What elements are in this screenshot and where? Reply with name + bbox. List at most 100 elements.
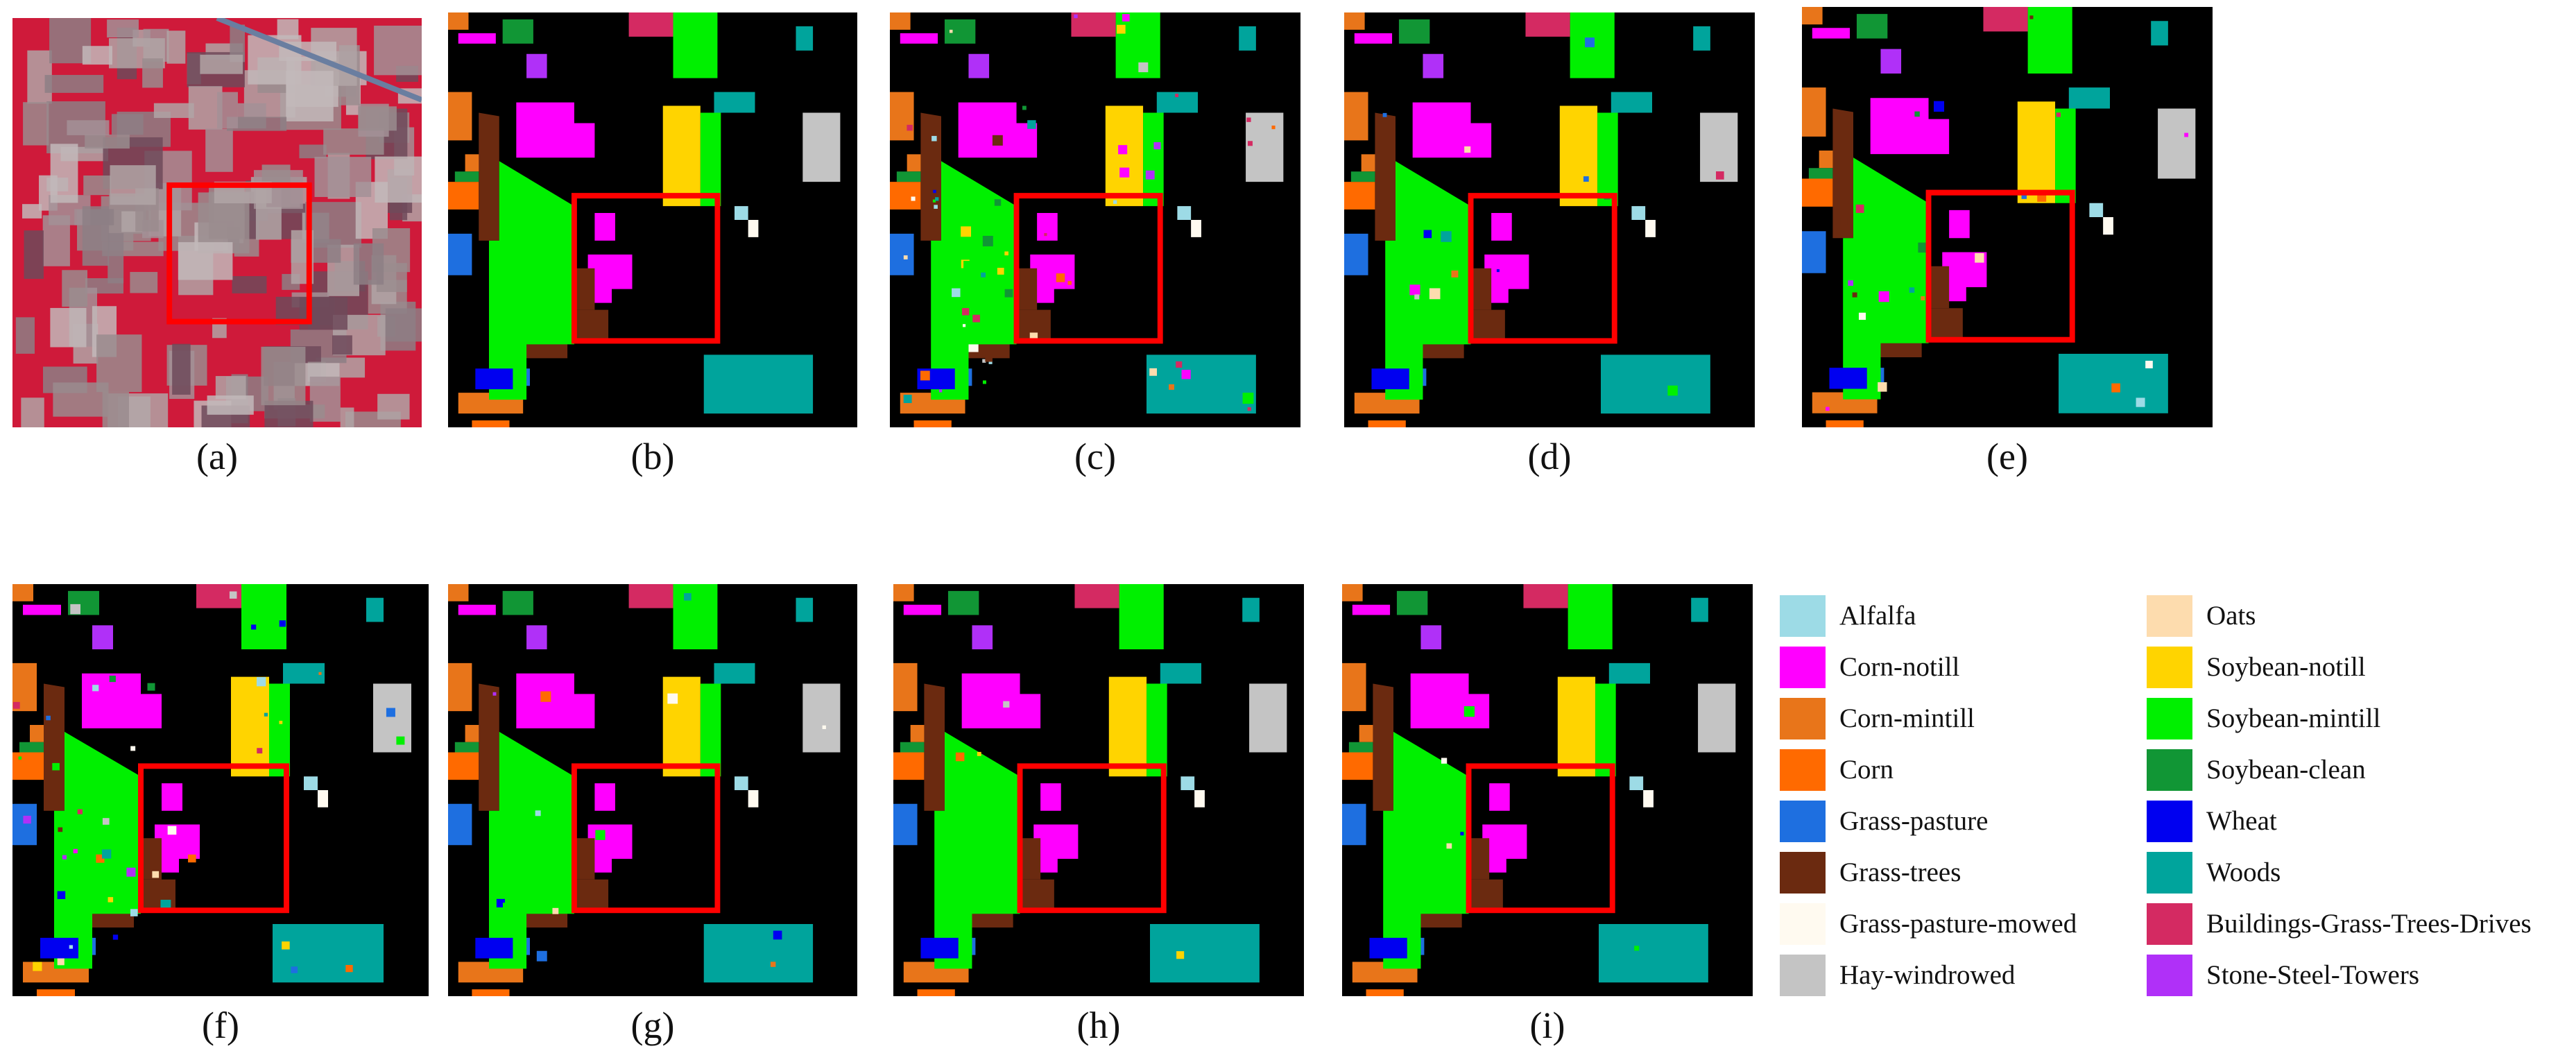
bare-soil-patch <box>377 393 410 420</box>
misclassified-pixels <box>46 715 51 721</box>
bare-soil-patch <box>166 31 186 64</box>
legend-label: Hay-windrowed <box>1839 960 2016 990</box>
field-corn-notill <box>1412 102 1492 158</box>
misclassified-pixels <box>1004 289 1013 298</box>
misclassified-pixels <box>257 748 263 754</box>
misclassified-pixels <box>1716 171 1724 180</box>
map-canvas <box>12 584 429 996</box>
field-corn-mintill <box>890 92 914 141</box>
misclassified-pixels <box>933 189 936 194</box>
field-soybean-mintill <box>1568 584 1613 650</box>
field-corn-mintill <box>448 662 472 712</box>
map-canvas <box>1342 584 1753 996</box>
bare-soil-patch <box>375 156 422 203</box>
misclassified-pixels <box>1242 393 1254 404</box>
misclassified-pixels <box>58 827 63 832</box>
misclassified-pixels <box>1423 230 1432 239</box>
field-grass-pasture <box>890 233 914 275</box>
misclassified-pixels <box>1583 176 1589 182</box>
bare-soil-patch <box>217 92 238 129</box>
misclassified-pixels <box>69 945 74 949</box>
field-corn-mintill <box>12 584 33 601</box>
legend-label: Woods <box>2206 857 2281 887</box>
misclassified-pixels <box>949 29 953 33</box>
map-canvas <box>893 584 1304 996</box>
field-corn <box>37 989 75 996</box>
bare-soil-patch <box>62 270 88 307</box>
field-corn-mintill <box>893 662 918 712</box>
field-corn-notill <box>516 102 595 158</box>
highlight-box <box>138 763 289 914</box>
misclassified-pixels <box>291 966 298 973</box>
bare-soil-patch <box>299 144 327 159</box>
misclassified-pixels <box>932 199 936 203</box>
misclassified-pixels <box>102 818 110 825</box>
misclassified-pixels <box>595 830 606 840</box>
misclassified-pixels <box>2136 398 2145 407</box>
misclassified-pixels <box>188 854 196 863</box>
bare-soil-patch <box>215 376 246 400</box>
field-soybean-mintill <box>931 161 1017 400</box>
field-woods <box>714 662 755 684</box>
field-grass-pasture <box>1344 233 1368 275</box>
map-canvas <box>1802 7 2213 427</box>
misclassified-pixels <box>318 672 322 675</box>
bare-soil-patch <box>83 176 112 196</box>
bare-soil-patch <box>332 335 352 355</box>
misclassified-pixels <box>963 261 971 268</box>
classification-map <box>893 584 1304 996</box>
bare-soil-patch <box>200 54 243 74</box>
misclassified-pixels <box>1044 232 1047 237</box>
misclassified-pixels <box>1409 284 1420 296</box>
misclassified-pixels <box>130 746 136 751</box>
misclassified-pixels <box>334 950 341 956</box>
bare-soil-patch <box>286 71 334 122</box>
panel-caption: (a) <box>196 436 238 477</box>
misclassified-pixels <box>1175 94 1179 98</box>
misclassified-pixels <box>1667 385 1678 396</box>
field-hay-windrowed <box>1698 683 1736 753</box>
field-alfalfa <box>1180 776 1195 790</box>
field-buildings-grass-trees-drives <box>1071 12 1116 37</box>
field-buildings-grass-trees-drives <box>1525 12 1570 37</box>
field-soybean-clean <box>896 171 921 182</box>
misclassified-pixels <box>1585 37 1595 48</box>
field-soybean-mintill <box>934 731 1020 969</box>
field-woods <box>703 924 814 983</box>
bare-soil-patch <box>110 165 156 205</box>
field-corn-notill <box>1489 783 1510 811</box>
misclassified-pixels <box>1858 312 1866 320</box>
bare-soil-patch <box>172 343 191 395</box>
field-corn-notill <box>1870 98 1950 155</box>
field-woods <box>1611 92 1652 113</box>
misclassified-pixels <box>1122 14 1130 22</box>
field-wheat <box>475 368 513 390</box>
map-canvas <box>890 12 1300 427</box>
bare-soil-patch <box>67 120 110 135</box>
field-corn-notill <box>162 783 182 811</box>
field-grass-trees <box>1470 309 1505 341</box>
field-soybean-clean <box>19 742 44 753</box>
field-grass-trees <box>1928 308 1963 340</box>
field-woods <box>1608 662 1650 684</box>
field-corn-notill <box>1033 824 1079 873</box>
misclassified-pixels <box>2145 361 2153 368</box>
field-soybean-clean <box>1350 171 1375 182</box>
field-hay-windrowed <box>2158 108 2196 179</box>
field-corn <box>448 752 479 780</box>
misclassified-pixels <box>992 135 1003 146</box>
field-buildings-grass-trees-drives <box>1074 584 1119 608</box>
misclassified-pixels <box>920 370 930 381</box>
field-grass-trees <box>1020 879 1054 911</box>
field-soybean-mintill <box>1843 157 1929 400</box>
field-woods <box>703 354 814 414</box>
field-wheat <box>475 937 513 959</box>
legend-swatch <box>2147 595 2192 637</box>
legend-swatch <box>1780 698 1826 740</box>
misclassified-pixels <box>73 848 78 854</box>
panel-caption: (e) <box>1986 436 2028 477</box>
map-canvas <box>448 584 857 996</box>
field-soybean-clean <box>947 590 979 615</box>
field-soybean-clean <box>454 171 479 182</box>
field-woods <box>1693 26 1710 51</box>
